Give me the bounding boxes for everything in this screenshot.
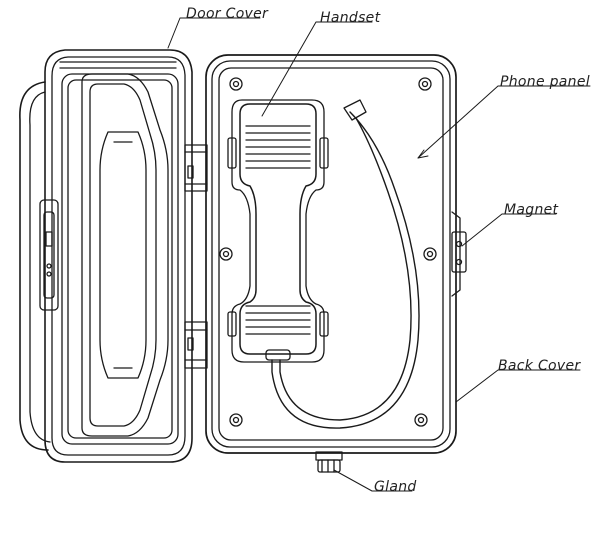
gland (315, 451, 343, 473)
label-magnet: Magnet (504, 202, 559, 218)
screws (219, 77, 437, 427)
door-cover (19, 49, 193, 463)
handset-cord (271, 99, 420, 429)
label-back-cover: Back Cover (498, 358, 581, 374)
label-door-cover: Door Cover (186, 6, 269, 22)
back-cover (205, 54, 467, 454)
handset (227, 99, 329, 363)
callout-leaders (167, 17, 591, 492)
label-gland: Gland (374, 479, 417, 495)
label-handset: Handset (320, 10, 381, 26)
label-phone-panel: Phone panel (500, 74, 590, 90)
hinges (184, 144, 208, 369)
